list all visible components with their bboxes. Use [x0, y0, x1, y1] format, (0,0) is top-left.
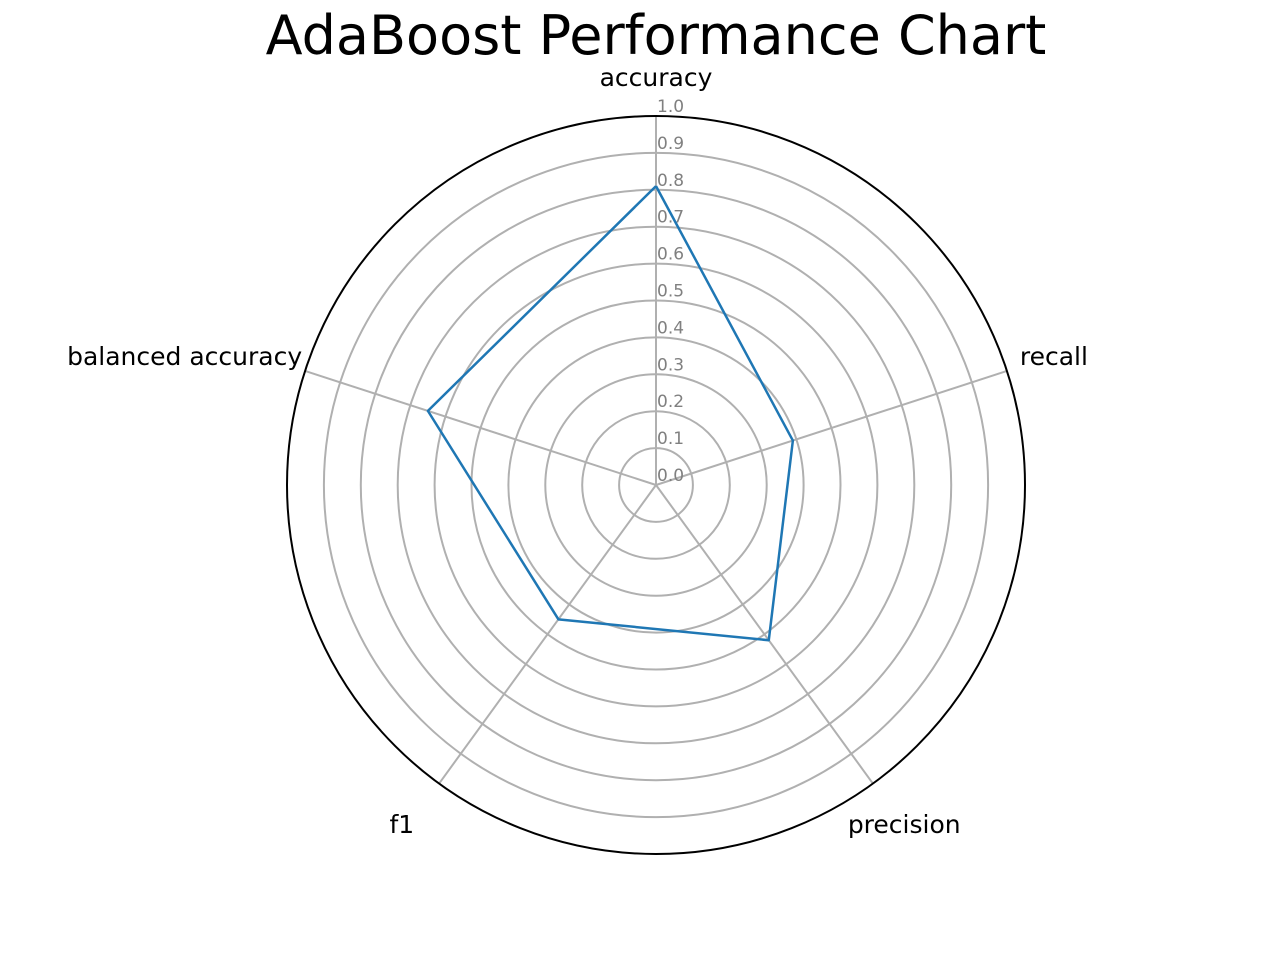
- spoke-layer: [304, 116, 1008, 785]
- axis-spoke: [655, 370, 1008, 486]
- series-layer: [426, 185, 795, 642]
- r-tick-label: 0.1: [657, 429, 684, 449]
- axis-label-balanced-accuracy: balanced accuracy: [67, 342, 302, 371]
- axis-label-precision: precision: [848, 810, 961, 839]
- r-tick-label: 0.8: [657, 171, 684, 191]
- r-tick-label: 0.9: [657, 134, 684, 154]
- label-layer: accuracy recall precision f1 balanced accura…: [67, 63, 1088, 839]
- outer-layer: [286, 115, 1026, 855]
- r-tick-label: 0.0: [657, 466, 684, 486]
- axis-spoke: [304, 370, 657, 486]
- r-tick-label: 0.4: [657, 318, 684, 338]
- chart-title: AdaBoost Performance Chart: [265, 4, 1047, 67]
- series-line: [426, 185, 795, 642]
- r-tick-label: 0.3: [657, 355, 684, 375]
- outer-ring: [286, 115, 1026, 855]
- r-tick-label: 1.0: [657, 97, 684, 117]
- axis-label-accuracy: accuracy: [600, 63, 713, 92]
- axis-label-recall: recall: [1020, 342, 1088, 371]
- axis-label-f1: f1: [389, 810, 414, 839]
- axis-spoke: [438, 484, 657, 785]
- r-tick-label: 0.7: [657, 208, 684, 228]
- r-tick-label: 0.5: [657, 282, 684, 302]
- r-tick-label: 0.2: [657, 392, 684, 412]
- tick-layer: 0.0 0.1 0.2 0.3 0.4 0.5 0.6 0.7 0.8 0.9 1.0: [657, 97, 684, 486]
- axis-spoke: [655, 484, 874, 785]
- r-tick-label: 0.6: [657, 245, 684, 265]
